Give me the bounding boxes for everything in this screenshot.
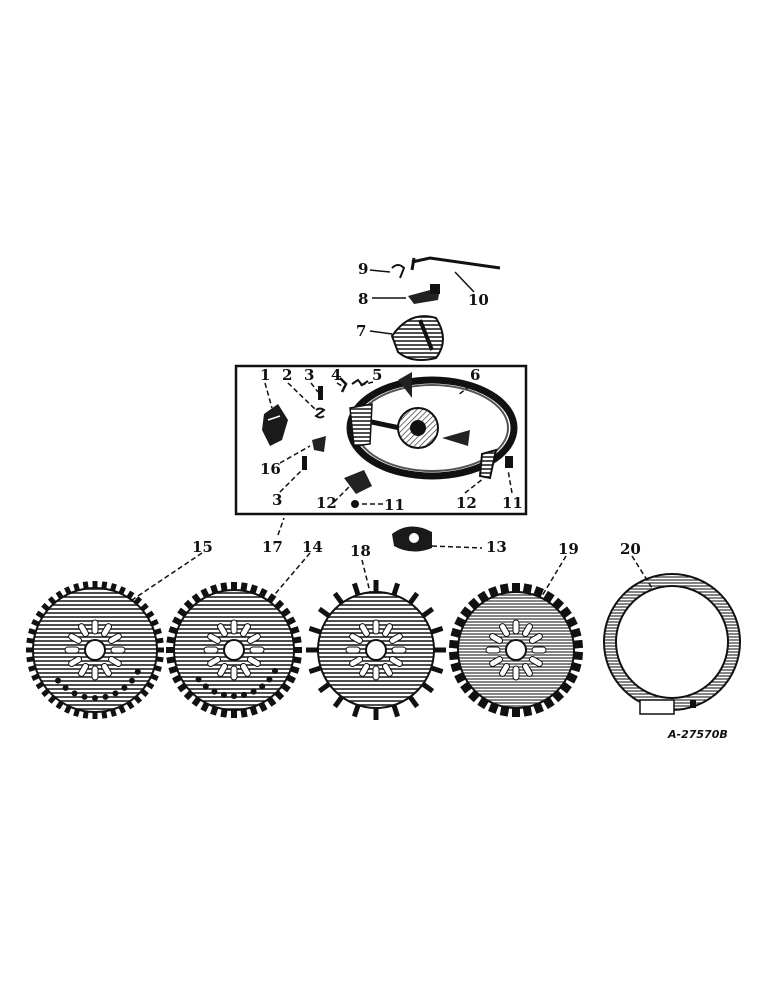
assembly-17-box [234, 364, 528, 516]
part-3-pin-upper [318, 386, 323, 400]
ring-20 [603, 573, 741, 715]
callout-9: 9 [358, 260, 368, 278]
plate-14 [166, 582, 302, 718]
part-5-spring [351, 378, 369, 387]
part-16-pawl [312, 436, 326, 452]
part-13-hub [392, 526, 432, 552]
part-8-latch [408, 284, 440, 304]
part-12-shoe-right [478, 448, 498, 480]
part-6-knockout-ring [346, 372, 518, 480]
callout-10: 10 [468, 291, 489, 309]
callout-15: 15 [192, 538, 213, 556]
callout-12-right: 12 [456, 494, 477, 512]
part-1-bracket [262, 404, 288, 446]
part-11-bolt-left [351, 500, 359, 508]
callout-2: 2 [282, 366, 292, 384]
callout-7: 7 [356, 322, 366, 340]
part-11-bolt-right [505, 456, 513, 468]
callout-13: 13 [486, 538, 507, 556]
part-2-spring [314, 407, 326, 419]
part-7-cap [390, 315, 444, 361]
part-12-shoe-left [344, 470, 372, 494]
callout-12-left: 12 [316, 494, 337, 512]
callout-11-right: 11 [502, 494, 523, 512]
callout-20: 20 [620, 540, 641, 558]
part-9-pin [391, 264, 406, 279]
plate-15 [26, 581, 164, 719]
callout-11-left: 11 [384, 496, 405, 514]
plate-18 [306, 580, 446, 720]
callout-5: 5 [372, 366, 382, 384]
plate-19 [448, 583, 584, 717]
callout-16: 16 [260, 460, 281, 478]
callout-3-lower: 3 [272, 491, 282, 509]
callout-labels: 9 8 10 7 1 2 3 4 5 6 16 3 12 11 12 11 17… [192, 260, 641, 560]
callout-19: 19 [558, 540, 579, 558]
part-10-rod [410, 256, 501, 271]
part-3-pin-lower [302, 456, 307, 470]
callout-6: 6 [470, 366, 480, 384]
leader-lines [131, 269, 653, 601]
callout-8: 8 [358, 290, 368, 308]
callout-14: 14 [302, 538, 323, 556]
callout-3-upper: 3 [304, 366, 314, 384]
callout-4: 4 [331, 366, 341, 384]
drawing-reference-number: A-27570B [667, 728, 728, 741]
callout-17: 17 [262, 538, 283, 556]
part-4-clip [339, 377, 348, 393]
callout-18: 18 [350, 542, 371, 560]
callout-1: 1 [260, 366, 270, 384]
